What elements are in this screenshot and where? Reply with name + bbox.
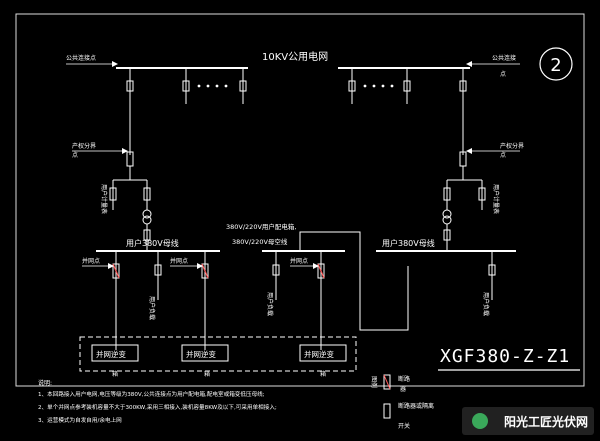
right-ellipsis <box>363 84 394 88</box>
left-incoming-branch <box>109 151 152 250</box>
legend-breaker-symbol <box>383 374 391 390</box>
right-connection-label-1: 公共连接 <box>492 54 516 62</box>
inverter-label-3: 并网逆变 <box>304 349 334 359</box>
left-ellipsis <box>197 84 228 88</box>
grid-point-2: 并网点 <box>170 257 188 265</box>
pv-breaker-3 <box>317 263 325 279</box>
inverter-label-1: 并网逆变 <box>96 349 126 359</box>
left-connection-label: 公共连接点 <box>66 54 96 62</box>
right-property-label-1: 产权分界 <box>500 142 524 150</box>
pv-breaker-2 <box>201 263 209 279</box>
drawing-code: XGF380-Z-Z1 <box>440 346 570 367</box>
right-meter-label: 用户计量表 <box>492 184 500 214</box>
left-bus-label: 用户380V母线 <box>126 238 179 248</box>
left-feeders <box>126 68 247 155</box>
right-property-label-2: 点 <box>500 151 506 159</box>
pv-breaker-1 <box>112 263 120 279</box>
notes-line-1: 1、本回路接入用户电网,电压等级为380V,公共连接点为用户配电箱,配电室或箱变… <box>38 390 265 398</box>
center-note-2: 380V/220V母空线 <box>232 237 288 246</box>
inverter-label-2: 并网逆变 <box>186 349 216 359</box>
grid-title: 10KV公用电网 <box>262 50 328 63</box>
legend-item3: 开关 <box>398 422 410 430</box>
legend-item1-line1: 断路 <box>398 375 410 383</box>
legend-title: 图例 <box>370 376 378 388</box>
right-connection-label-2: 点 <box>500 70 506 78</box>
notes-title: 说明: <box>38 379 52 387</box>
source-label-3: 箱 <box>320 370 326 378</box>
right-feeders <box>348 68 467 155</box>
source-label-2: 箱 <box>204 370 210 378</box>
right-incoming-branch <box>442 151 486 250</box>
legend-item1-line2: 器 <box>400 386 406 393</box>
grid-point-3: 并网点 <box>290 257 308 265</box>
watermark-text: 阳光工匠光伏网 <box>503 415 588 429</box>
legend-switch-symbol <box>383 403 391 419</box>
inverter-box-1 <box>91 344 139 362</box>
load-label-1: 用户负载 <box>148 296 156 320</box>
source-label-1: 箱 <box>112 370 118 378</box>
low-voltage-branches <box>115 251 496 350</box>
left-property-label-1: 产权分界 <box>72 142 96 150</box>
grid-point-1: 并网点 <box>82 257 100 265</box>
wechat-icon <box>472 413 488 429</box>
load-label-2: 用户负载 <box>266 292 274 316</box>
inverter-box-3 <box>299 344 347 362</box>
sheet-number: 2 <box>550 55 561 76</box>
left-meter-label: 用户计量表 <box>100 184 108 214</box>
pv-enclosure <box>79 336 357 372</box>
inverter-box-2 <box>181 344 229 362</box>
notes-line-2: 2、单个并网点参考装机容量不大于300KW,采用三相接入,装机容量8KW及以下,… <box>38 403 277 411</box>
load-label-3: 用户负载 <box>482 292 490 316</box>
center-note-1: 380V/220V用户配电箱, <box>226 222 296 231</box>
sheet-number-circle <box>539 47 573 81</box>
legend-item2: 断路器或隔离 <box>398 402 434 410</box>
right-bus-label: 用户380V母线 <box>382 238 435 248</box>
interconnect-line <box>299 231 409 331</box>
notes-line-3: 3、运营模式为自发自用/余电上网 <box>38 416 122 424</box>
left-property-label-2: 点 <box>72 151 78 159</box>
